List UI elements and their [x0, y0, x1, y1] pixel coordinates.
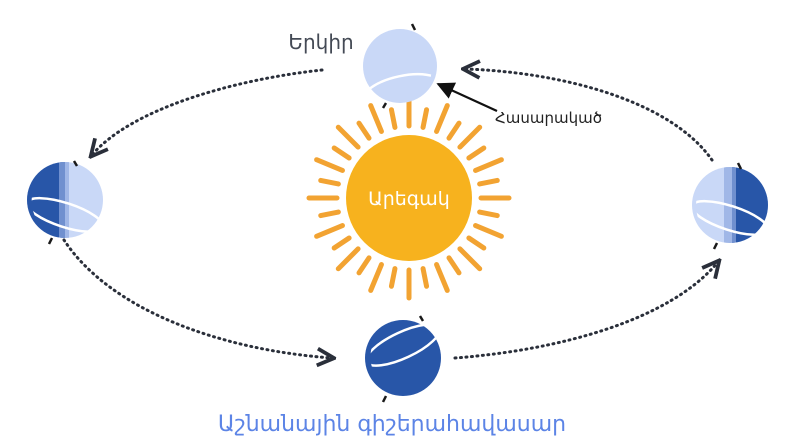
earth-label: Երկիր — [288, 30, 353, 54]
sun-ray — [434, 103, 450, 134]
sun-ray — [368, 262, 384, 293]
sun-ray — [356, 255, 372, 276]
caption: Աշնանային գիշերահավասար — [218, 412, 566, 437]
sun-ray — [457, 124, 483, 150]
sun-ray — [446, 120, 462, 141]
sun-ray — [318, 177, 341, 187]
sun-ray — [446, 255, 462, 276]
sun-ray — [331, 235, 352, 251]
sun-ray — [466, 145, 487, 161]
orbit-arrow-right-top — [465, 69, 714, 162]
orbit-path — [62, 68, 718, 360]
sun-ray — [434, 262, 450, 293]
sun-ray — [335, 246, 361, 272]
earth-top — [363, 23, 439, 109]
sun-ray — [314, 223, 345, 239]
sun-ray — [420, 266, 430, 289]
sun-ray — [477, 177, 500, 187]
orbit-arrow-left-bottom — [62, 238, 332, 358]
sun-ray — [368, 103, 384, 134]
sun-ray — [356, 120, 372, 141]
sun — [346, 135, 472, 261]
sun-ray — [420, 107, 430, 130]
sun-ray — [473, 157, 504, 173]
sun-ray — [388, 107, 398, 130]
sun-ray — [331, 145, 352, 161]
sun-ray — [318, 209, 341, 219]
sun-ray — [335, 124, 361, 150]
equinox-label: Հասարակած — [495, 109, 602, 127]
earth-bottom — [365, 315, 441, 403]
earth-left — [25, 160, 105, 245]
sun-ray — [388, 266, 398, 289]
sun-rays — [306, 95, 512, 301]
sun-label: Արեգակ — [368, 188, 450, 210]
sun-ray — [473, 223, 504, 239]
sun-ray — [457, 246, 483, 272]
sun-ray — [466, 235, 487, 251]
equinox-pointer-arrow — [436, 82, 498, 113]
sun-ray — [477, 209, 500, 219]
sun-ray — [314, 157, 345, 173]
orbit-arrow-bottom-right — [453, 262, 718, 360]
earth-right — [690, 162, 770, 250]
orbit-arrow-top-left — [92, 68, 324, 155]
